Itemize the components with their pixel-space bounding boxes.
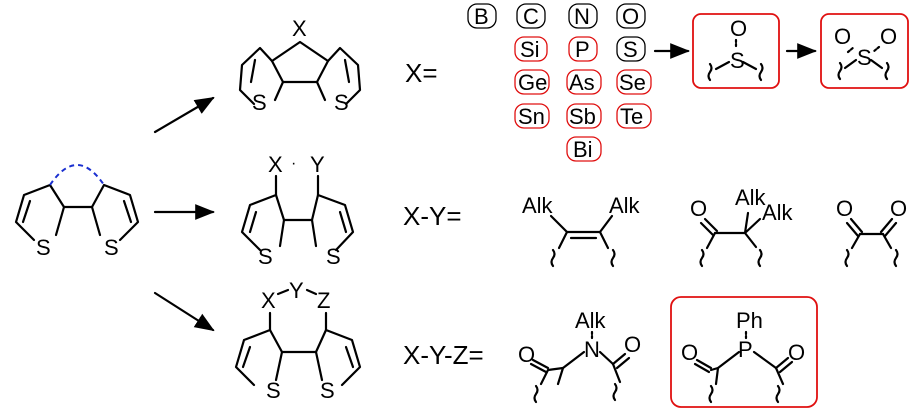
bridge-imide: Alk N O O (518, 308, 641, 404)
row1-label: X= (405, 58, 438, 88)
element-c: C (523, 4, 539, 29)
row3-atom-z: Z (317, 288, 330, 313)
imide-alk: Alk (575, 308, 607, 333)
sulfone-box: O S O (820, 13, 909, 89)
start-s-right: S (104, 235, 119, 260)
sulfone-o2: O (880, 24, 897, 49)
starting-bithiophene: S S (14, 164, 140, 260)
element-n: N (574, 4, 590, 29)
keto-alk1: Alk (735, 185, 767, 210)
element-bi: Bi (573, 137, 593, 162)
bridge-alkene: Alk Alk (522, 193, 641, 268)
bridge-keto-dialkyl: O Alk Alk (690, 185, 794, 268)
row3-bridged-core: X Y Z S S (234, 278, 362, 403)
element-grid: B C N O Si P S Ge As Se Sn Sb Te Bi (467, 3, 652, 162)
alkene-alk2: Alk (609, 193, 641, 218)
element-te: Te (620, 104, 643, 129)
start-s-left: S (36, 235, 51, 260)
sulfoxide-s: S (730, 48, 745, 73)
imide-n: N (584, 337, 600, 362)
row2-bridged-core: X · Y S S (240, 152, 355, 269)
keto-o: O (690, 196, 707, 221)
alkene-alk1: Alk (522, 193, 554, 218)
row3-atom-y: Y (289, 278, 304, 303)
row1-s-right: S (334, 90, 349, 115)
phos-p: P (738, 337, 753, 362)
row3-label: X-Y-Z= (403, 340, 484, 370)
bridge-dione: O O (836, 196, 907, 268)
sulfoxide-box: O S (692, 13, 780, 89)
keto-alk2: Alk (762, 200, 794, 225)
sulfone-s: S (857, 45, 872, 70)
element-se: Se (619, 70, 646, 95)
row1-s-left: S (252, 90, 267, 115)
element-p: P (575, 37, 590, 62)
row1-fused-core: X S S (238, 16, 362, 115)
row3-s-right: S (320, 378, 335, 403)
row2-s-right: S (326, 244, 341, 269)
sulfone-o1: O (834, 24, 851, 49)
row2-s-left: S (258, 244, 273, 269)
element-b: B (474, 4, 489, 29)
row2-atom-x: X (268, 152, 283, 177)
arrow-row1 (153, 96, 215, 134)
element-o: O (622, 4, 639, 29)
element-ge: Ge (518, 70, 547, 95)
element-sn: Sn (518, 104, 545, 129)
imide-o1: O (518, 342, 535, 367)
phos-o2: O (788, 340, 805, 365)
row3-atom-x: X (261, 288, 276, 313)
element-s: S (623, 37, 638, 62)
dione-o1: O (836, 196, 853, 221)
phos-ph: Ph (736, 308, 763, 333)
row2-atom-y: Y (310, 152, 325, 177)
phosphine-box: Ph P O O (670, 296, 818, 408)
imide-o2: O (624, 332, 641, 357)
element-as: As (569, 70, 595, 95)
linker-dashed-arc (49, 164, 105, 186)
sulfoxide-o: O (730, 16, 747, 41)
element-sb: Sb (569, 104, 596, 129)
element-si: Si (520, 37, 540, 62)
row1-atom-x: X (292, 16, 307, 41)
arrow-row3 (153, 291, 215, 332)
svg-text:·: · (291, 155, 296, 172)
phos-o1: O (681, 340, 698, 365)
row3-s-left: S (266, 378, 281, 403)
dione-o2: O (890, 196, 907, 221)
row2-label: X-Y= (403, 201, 462, 231)
